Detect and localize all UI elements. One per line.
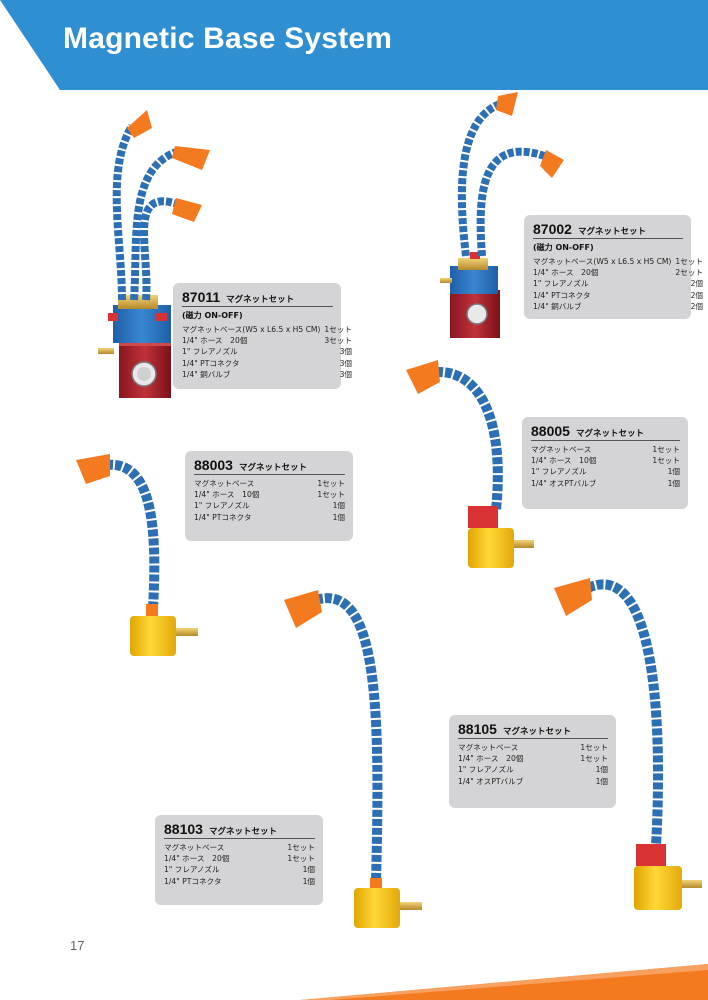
product-image-88005: [406, 360, 534, 568]
product-code: 88103: [164, 821, 203, 837]
parts-table: マグネットベース(W5 x L6.5 x H5 CM)1セット 1/4" ホース…: [533, 256, 703, 312]
spec-card-87011: 87011 マグネットセット (磁力 ON-OFF) マグネットベース(W5 x…: [173, 283, 352, 389]
card-header: 88103 マグネットセット: [164, 821, 315, 839]
footer-band: [0, 964, 708, 1000]
table-row: マグネットベース(W5 x L6.5 x H5 CM)1セット: [182, 325, 353, 334]
page-title: Magnetic Base System: [63, 22, 393, 55]
product-code: 87011: [182, 289, 221, 305]
spec-card-87002: 87002 マグネットセット (磁力 ON-OFF) マグネットベース(W5 x…: [524, 215, 703, 319]
product-subtitle: (磁力 ON-OFF): [182, 311, 243, 320]
product-code: 88105: [458, 721, 497, 737]
product-name: マグネットセット: [577, 227, 646, 237]
parts-table: マグネットベース(W5 x L6.5 x H5 CM)1セット 1/4" ホース…: [182, 324, 352, 380]
product-image-88105: [554, 578, 702, 910]
product-code: 87002: [533, 221, 572, 237]
header-banner: [0, 0, 708, 90]
product-code: 88005: [531, 423, 570, 439]
card-header: 87002 マグネットセット: [533, 221, 683, 239]
product-code: 88003: [194, 457, 233, 473]
card-header: 88005 マグネットセット: [531, 423, 680, 441]
product-name: マグネットセット: [575, 429, 644, 439]
product-name: マグネットセット: [238, 463, 307, 473]
product-image-88103: [284, 590, 422, 928]
product-name: マグネットセット: [502, 727, 571, 737]
product-image-87011: [98, 110, 210, 398]
product-subtitle: (磁力 ON-OFF): [533, 243, 594, 252]
product-image-87002: [440, 92, 564, 338]
table-row: マグネットベース(W5 x L6.5 x H5 CM)1セット: [533, 257, 704, 266]
card-header: 88105 マグネットセット: [458, 721, 608, 739]
page-number: 17: [70, 938, 85, 953]
card-header: 87011 マグネットセット: [182, 289, 333, 307]
card-header: 88003 マグネットセット: [194, 457, 345, 475]
product-image-88003: [76, 454, 198, 656]
product-name: マグネットセット: [208, 827, 277, 837]
product-name: マグネットセット: [226, 295, 295, 305]
